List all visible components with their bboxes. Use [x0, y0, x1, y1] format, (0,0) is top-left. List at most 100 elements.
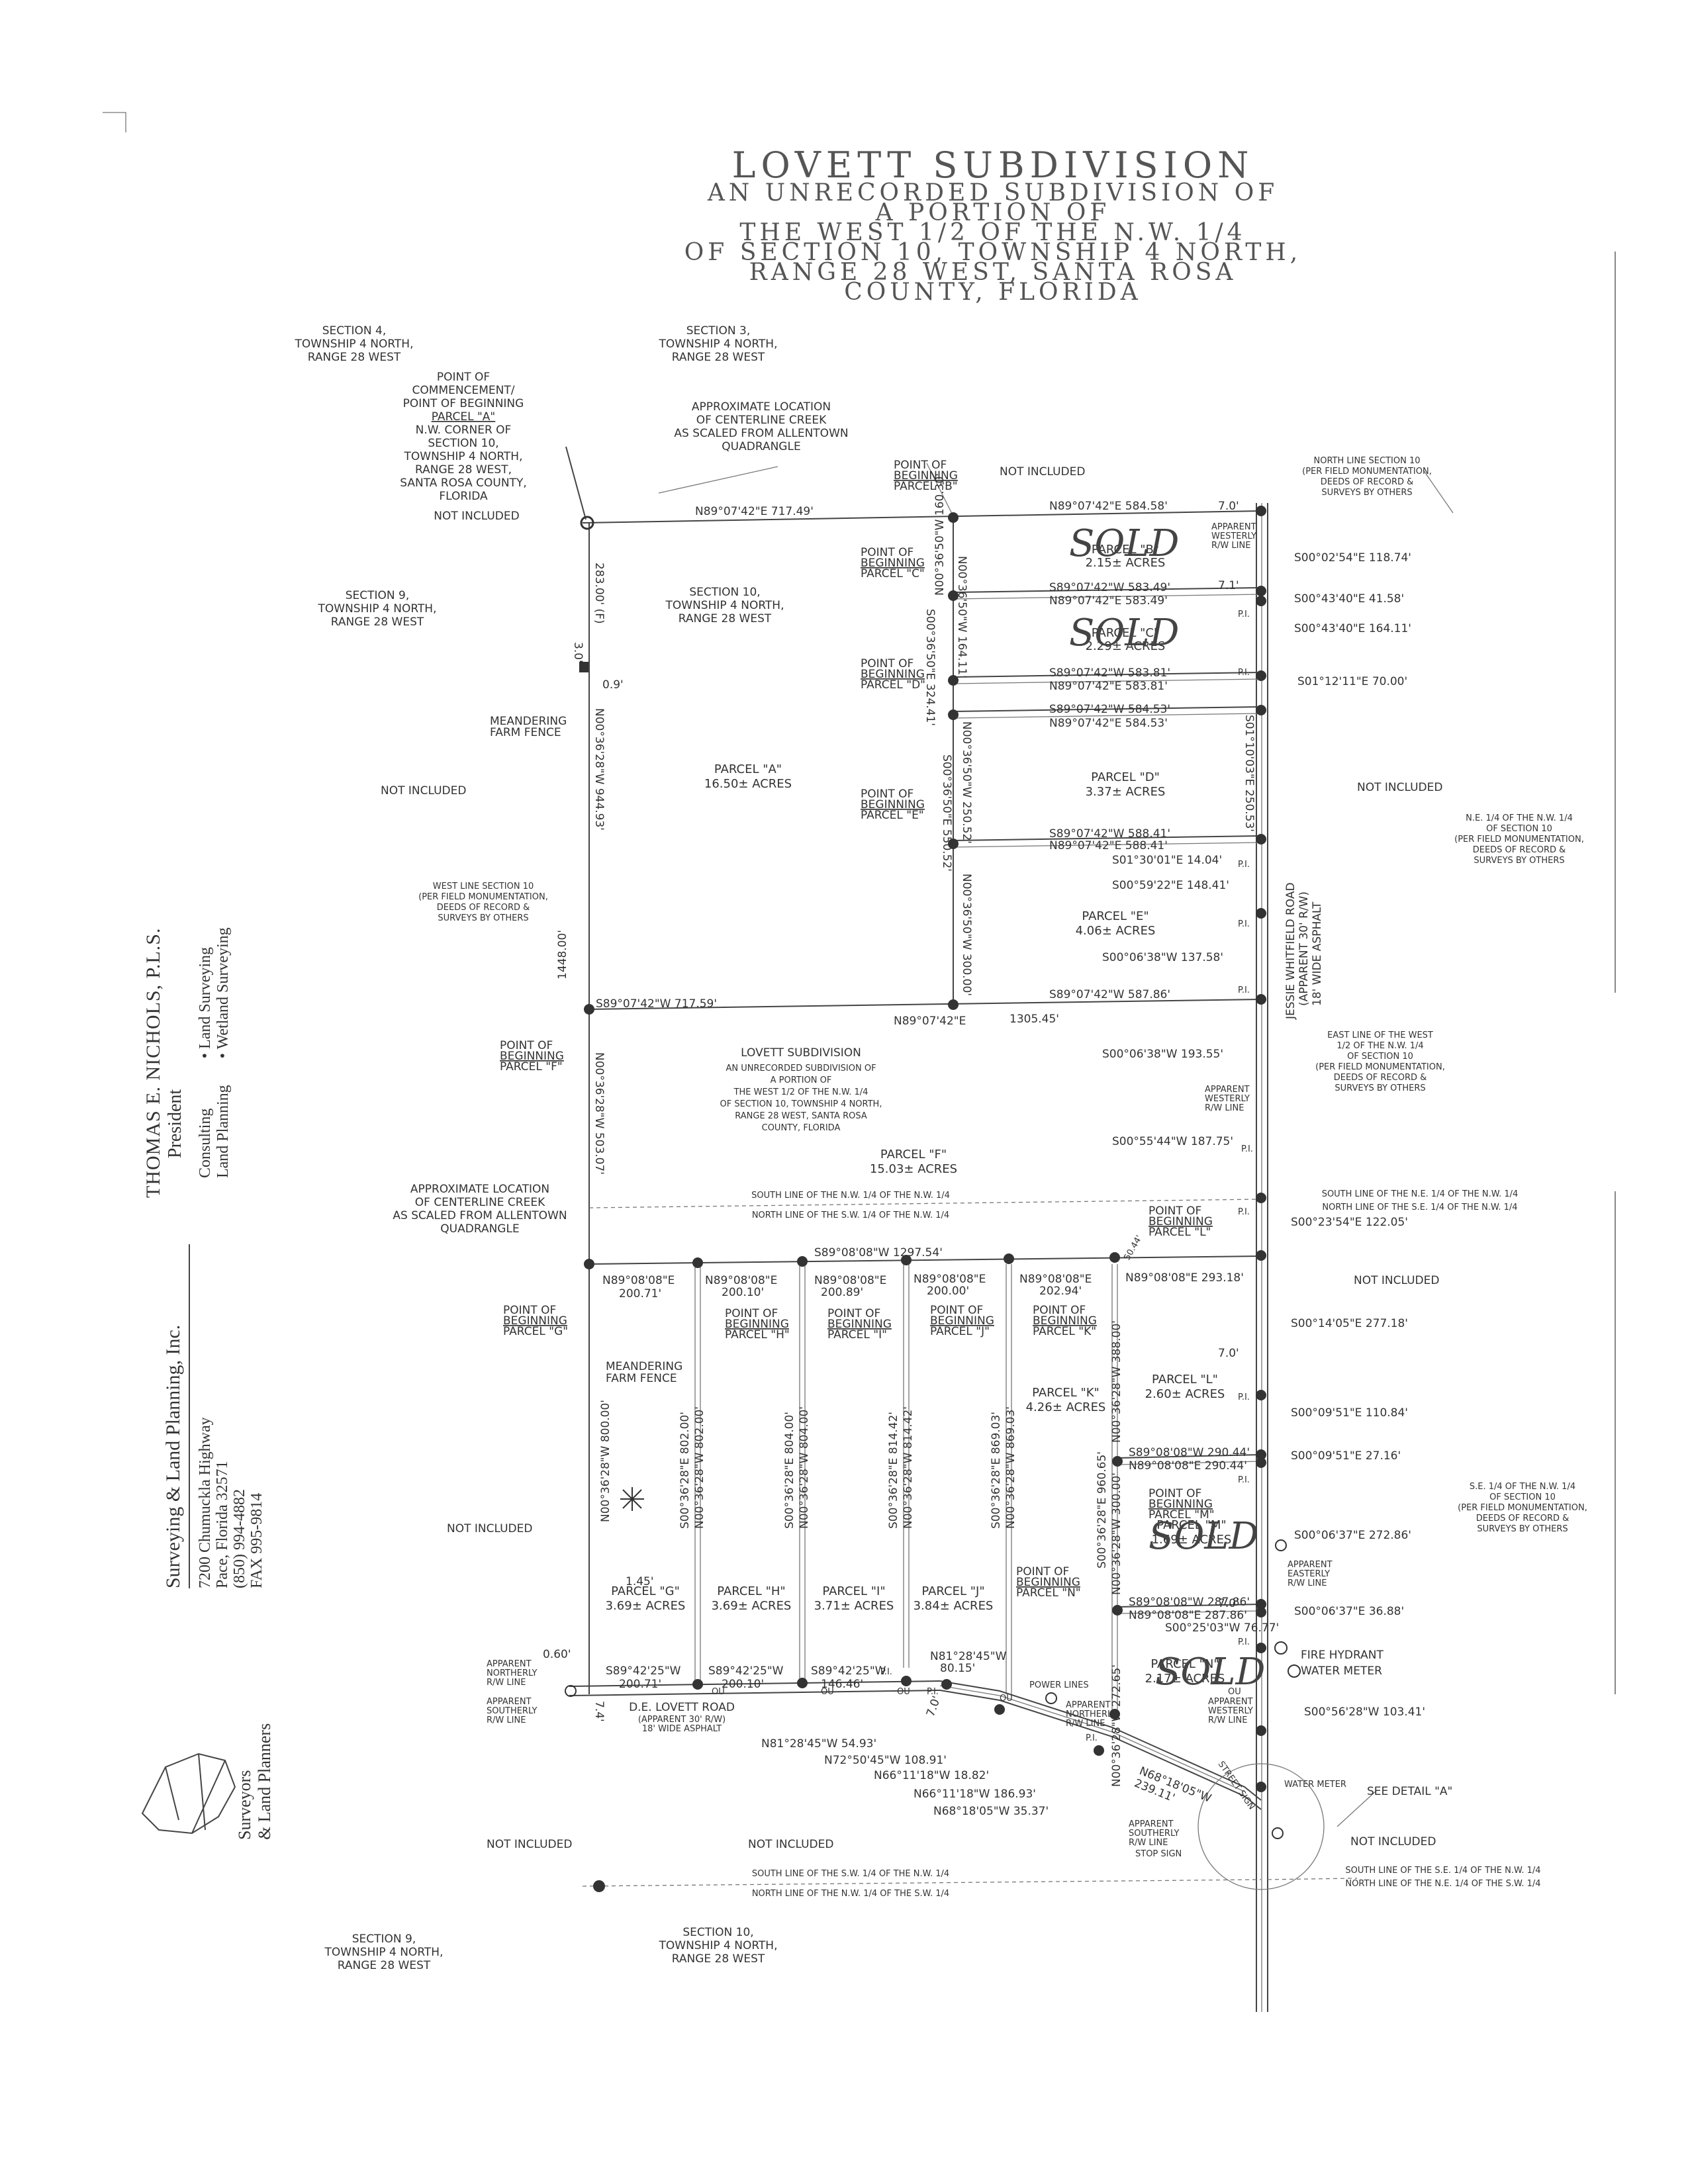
- svg-text:BEGINNING: BEGINNING: [861, 668, 925, 681]
- svg-text:POINT OF: POINT OF: [861, 788, 914, 801]
- logo-text: Surveyors & Land Planners: [235, 1723, 274, 1840]
- svg-text:TOWNSHIP 4 NORTH,: TOWNSHIP 4 NORTH,: [659, 338, 778, 351]
- svg-text:BEGINNING: BEGINNING: [861, 798, 925, 811]
- svg-text:3.69± ACRES: 3.69± ACRES: [606, 1599, 686, 1613]
- title-line: COUNTY, FLORIDA: [844, 279, 1142, 306]
- svg-text:N89°08'08"E: N89°08'08"E: [1019, 1273, 1092, 1286]
- svg-text:3.0': 3.0': [571, 642, 585, 663]
- svg-text:TOWNSHIP 4 NORTH,: TOWNSHIP 4 NORTH,: [659, 1939, 778, 1952]
- svg-text:N81°28'45"W 54.93': N81°28'45"W 54.93': [761, 1737, 876, 1751]
- svg-text:POINT OF: POINT OF: [1016, 1565, 1069, 1578]
- svg-text:P.I.: P.I.: [1241, 1144, 1253, 1154]
- svg-text:BEGINNING: BEGINNING: [503, 1314, 567, 1328]
- svg-text:R/W LINE: R/W LINE: [1066, 1719, 1105, 1729]
- svg-text:1448.00': 1448.00': [556, 930, 569, 979]
- svg-text:3.84± ACRES: 3.84± ACRES: [914, 1599, 994, 1613]
- svg-text:S00°06'37"E 36.88': S00°06'37"E 36.88': [1294, 1605, 1404, 1618]
- svg-text:COUNTY, FLORIDA: COUNTY, FLORIDA: [762, 1123, 841, 1133]
- west-line-note: WEST LINE SECTION 10 (PER FIELD MONUMENT…: [418, 882, 548, 923]
- lovett-road-north: [569, 1680, 941, 1687]
- parcel-n-label: PARCEL "N": [1150, 1657, 1219, 1671]
- svg-text:N00°36'28"W 300.00': N00°36'28"W 300.00': [1110, 1473, 1123, 1595]
- svg-text:S00°23'54"E 122.05': S00°23'54"E 122.05': [1291, 1216, 1408, 1229]
- svg-text:S00°06'37"E 272.86': S00°06'37"E 272.86': [1294, 1529, 1411, 1542]
- see-detail-label: SEE DETAIL "A": [1367, 1785, 1452, 1798]
- svg-text:200.10': 200.10': [722, 1678, 764, 1691]
- svg-text:3.69± ACRES: 3.69± ACRES: [712, 1599, 792, 1613]
- svg-text:N89°07'42"E 583.49': N89°07'42"E 583.49': [1049, 594, 1168, 608]
- svg-text:N00°36'50"W 164.11': N00°36'50"W 164.11': [955, 556, 968, 678]
- svg-text:NOT INCLUDED: NOT INCLUDED: [748, 1838, 833, 1851]
- svg-text:PARCEL "L": PARCEL "L": [1149, 1226, 1211, 1239]
- svg-text:NORTHERLY: NORTHERLY: [1066, 1709, 1117, 1719]
- company-name: Surveying & Land Planning, Inc.: [162, 1244, 190, 1588]
- svg-text:(APPARENT 30' R/W): (APPARENT 30' R/W): [638, 1715, 726, 1725]
- svg-text:N89°08'08"E 287.86': N89°08'08"E 287.86': [1129, 1609, 1247, 1622]
- svg-text:N00°36'28"W 388.00': N00°36'28"W 388.00': [1110, 1320, 1123, 1443]
- svg-text:DEEDS OF RECORD &: DEEDS OF RECORD &: [1321, 477, 1414, 487]
- parcel-l-label: PARCEL "L": [1152, 1373, 1218, 1387]
- svg-text:NOT INCLUDED: NOT INCLUDED: [447, 1522, 532, 1535]
- parcel-a-label: PARCEL "A": [714, 762, 782, 776]
- svg-text:200.00': 200.00': [927, 1285, 969, 1298]
- svg-text:QUADRANGLE: QUADRANGLE: [440, 1222, 519, 1236]
- svg-text:APPROXIMATE LOCATION: APPROXIMATE LOCATION: [410, 1183, 549, 1196]
- svg-text:N89°08'08"E: N89°08'08"E: [814, 1274, 886, 1287]
- svg-text:POINT OF: POINT OF: [894, 459, 947, 472]
- svg-text:S00°43'40"E 164.11': S00°43'40"E 164.11': [1294, 622, 1411, 635]
- svg-text:S00°36'50"E 324.41': S00°36'50"E 324.41': [923, 609, 937, 726]
- svg-text:FLORIDA: FLORIDA: [439, 490, 488, 503]
- svg-text:WEST LINE SECTION 10: WEST LINE SECTION 10: [433, 882, 534, 891]
- svg-text:N00°36'28"W 503.07': N00°36'28"W 503.07': [592, 1052, 606, 1175]
- svg-text:S00°06'38"W 193.55': S00°06'38"W 193.55': [1102, 1048, 1223, 1061]
- svg-text:(PER FIELD MONUMENTATION,: (PER FIELD MONUMENTATION,: [418, 892, 548, 902]
- svg-text:POINT OF: POINT OF: [725, 1307, 778, 1320]
- svg-text:QUADRANGLE: QUADRANGLE: [722, 440, 800, 453]
- section-9-bottom-label: SECTION 9,: [352, 1933, 416, 1946]
- svg-text:S89°42'25"W: S89°42'25"W: [708, 1664, 784, 1678]
- svg-text:N89°07'42"E 583.81': N89°07'42"E 583.81': [1049, 680, 1168, 693]
- svg-text:S00°55'44"W 187.75': S00°55'44"W 187.75': [1112, 1135, 1233, 1148]
- svg-text:(PER FIELD MONUMENTATION,: (PER FIELD MONUMENTATION,: [1454, 835, 1584, 844]
- svg-text:SURVEYS BY OTHERS: SURVEYS BY OTHERS: [1474, 856, 1564, 866]
- title-line: AN UNRECORDED SUBDIVISION OF: [707, 179, 1278, 206]
- parcel-d-label: PARCEL "D": [1091, 770, 1160, 784]
- svg-text:FARM FENCE: FARM FENCE: [606, 1372, 677, 1385]
- section-3-label: SECTION 3,: [686, 324, 751, 338]
- svg-text:1305.45': 1305.45': [1009, 1013, 1059, 1026]
- svg-text:200.10': 200.10': [722, 1286, 764, 1299]
- monuments: [565, 506, 1301, 1892]
- jessie-whitfield-road-label: JESSIE WHITFIELD ROAD (APPARENT 30' R/W)…: [1284, 882, 1324, 1020]
- svg-text:N89°07'42"E 584.53': N89°07'42"E 584.53': [1049, 717, 1168, 730]
- svg-text:WESTERLY: WESTERLY: [1208, 1706, 1253, 1716]
- svg-text:P.I.: P.I.: [880, 1667, 892, 1677]
- svg-text:BEGINNING: BEGINNING: [894, 469, 958, 482]
- east-line-note: EAST LINE OF THE WEST 1/2 OF THE N.W. 1/…: [1315, 1030, 1445, 1093]
- svg-text:STOP SIGN: STOP SIGN: [1135, 1849, 1182, 1859]
- svg-text:JESSIE WHITFIELD ROAD: JESSIE WHITFIELD ROAD: [1284, 882, 1297, 1020]
- surveyor-name-block: THOMAS E. NICHOLS, P.L.S. President Cons…: [142, 920, 261, 1198]
- svg-text:DEEDS OF RECORD &: DEEDS OF RECORD &: [437, 903, 530, 913]
- svg-text:TOWNSHIP 4 NORTH,: TOWNSHIP 4 NORTH,: [665, 599, 784, 612]
- svg-text:POINT OF: POINT OF: [861, 657, 914, 670]
- svg-text:OU: OU: [1000, 1694, 1013, 1704]
- tree-icon: [620, 1487, 644, 1511]
- svg-text:S89°07'42"W 583.81': S89°07'42"W 583.81': [1049, 666, 1170, 680]
- svg-text:TOWNSHIP 4 NORTH,: TOWNSHIP 4 NORTH,: [404, 450, 523, 463]
- svg-text:N00°36'50"W 300.00': N00°36'50"W 300.00': [960, 874, 973, 996]
- svg-text:BEGINNING: BEGINNING: [500, 1050, 564, 1063]
- parcel-i-label: PARCEL "I": [822, 1584, 885, 1598]
- svg-text:PARCEL "C": PARCEL "C": [861, 567, 925, 580]
- svg-text:R/W LINE: R/W LINE: [1129, 1838, 1168, 1848]
- creek-note-mid: APPROXIMATE LOCATION OF CENTERLINE CREEK…: [393, 1183, 567, 1236]
- svg-text:1.69± ACRES: 1.69± ACRES: [1152, 1533, 1232, 1547]
- lovett-road-label: D.E. LOVETT ROAD (APPARENT 30' R/W) 18' …: [629, 1701, 735, 1734]
- svg-text:R/W LINE: R/W LINE: [1205, 1103, 1244, 1113]
- north-line-note: NORTH LINE SECTION 10 (PER FIELD MONUMEN…: [1302, 456, 1432, 498]
- fire-hydrant-label: FIRE HYDRANT: [1301, 1649, 1383, 1662]
- svg-text:POINT OF: POINT OF: [437, 371, 490, 384]
- svg-text:S00°06'38"W 137.58': S00°06'38"W 137.58': [1102, 951, 1223, 964]
- svg-text:WESTERLY: WESTERLY: [1205, 1094, 1250, 1104]
- svg-text:RANGE 28 WEST, SANTA ROSA: RANGE 28 WEST, SANTA ROSA: [735, 1111, 867, 1121]
- svg-text:R/W LINE: R/W LINE: [1288, 1578, 1327, 1588]
